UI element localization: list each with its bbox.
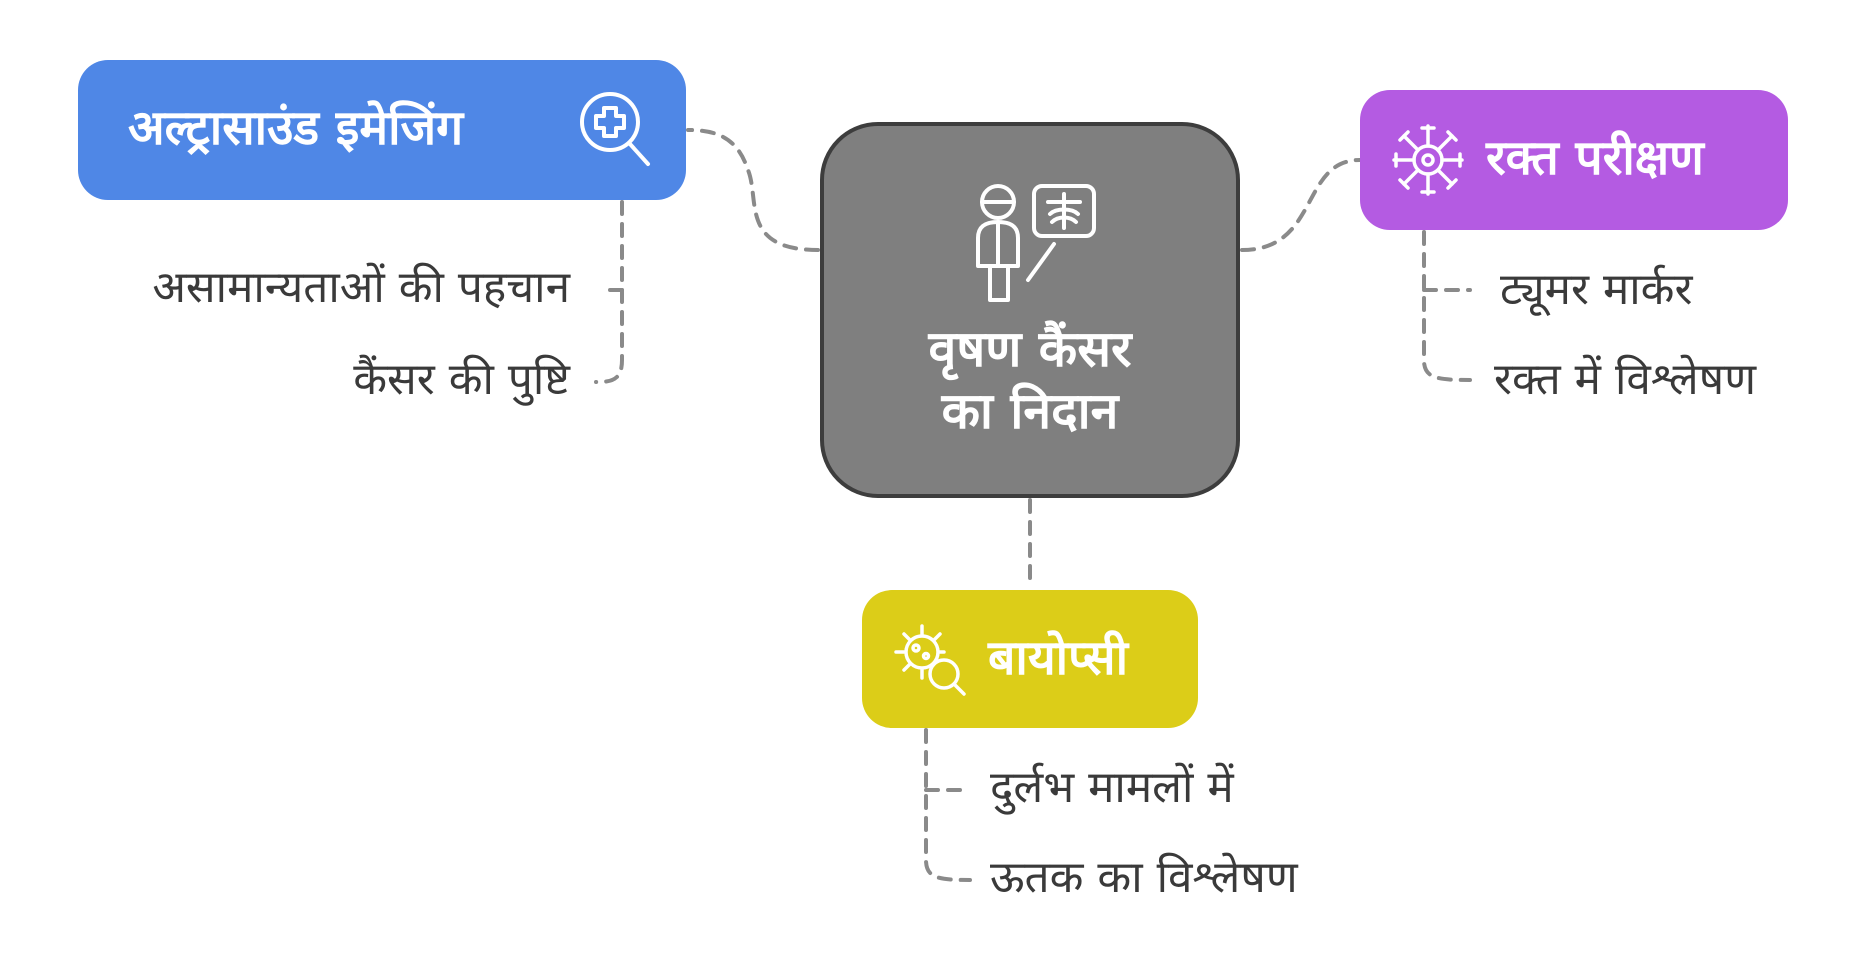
- medical-search-icon: [580, 92, 650, 166]
- biopsy-leaf-1: दुर्लभ मामलों में: [990, 762, 1234, 813]
- connector-blood-leaves: [1422, 230, 1472, 382]
- center-title-line-2: का निदान: [941, 382, 1119, 440]
- blood-test-leaf-1: ट्यूमर मार्कर: [1500, 264, 1693, 315]
- center-title-line-1: वृषण कैंसर: [928, 320, 1132, 378]
- branch-ultrasound-imaging: अल्ट्रासाउंड इमेजिंग: [78, 60, 686, 200]
- connector-biopsy-leaves: [924, 728, 972, 882]
- branch-biopsy: बायोप्सी: [862, 590, 1198, 728]
- branch-blood-test-label: रक्त परीक्षण: [1486, 130, 1704, 186]
- connector-ultrasound-leaves: [594, 200, 624, 384]
- doctor-presenting-xray-icon: [976, 184, 1096, 302]
- branch-blood-test: रक्त परीक्षण: [1360, 90, 1788, 230]
- ultrasound-leaf-2: कैंसर की पुष्टि: [353, 354, 570, 405]
- biopsy-leaf-2: ऊतक का विश्लेषण: [990, 852, 1298, 903]
- branch-biopsy-label: बायोप्सी: [988, 630, 1129, 686]
- virus-cell-icon: [1392, 124, 1464, 196]
- connector-center-ultrasound: [686, 128, 820, 252]
- germ-magnifier-icon: [894, 624, 966, 696]
- center-node: वृषण कैंसर का निदान: [820, 122, 1240, 498]
- ultrasound-leaf-1: असामान्यताओं की पहचान: [152, 262, 570, 313]
- connector-center-blood-test: [1240, 158, 1362, 252]
- blood-test-leaf-2: रक्त में विश्लेषण: [1494, 354, 1757, 405]
- branch-ultrasound-label: अल्ट्रासाउंड इमेजिंग: [128, 100, 464, 156]
